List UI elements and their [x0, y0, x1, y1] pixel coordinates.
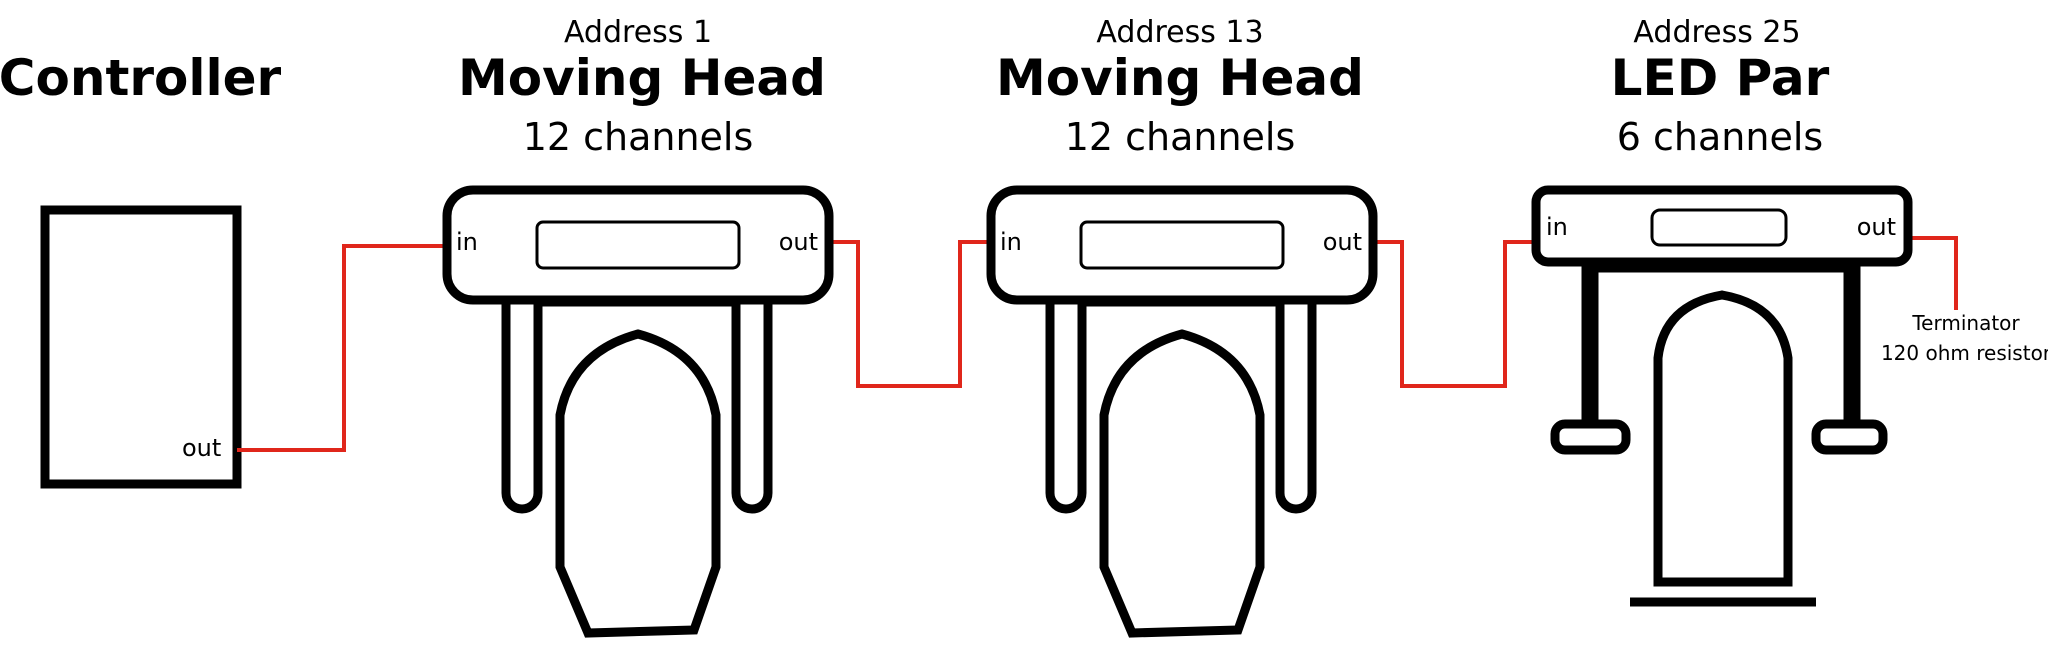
fixture-1-display	[535, 220, 741, 270]
fixture-2-body	[986, 185, 1378, 638]
fixture-3-out-label: out	[1857, 213, 1896, 241]
fixture-3-in-label: in	[1546, 213, 1568, 241]
fixture-3-address: Address 25	[1633, 15, 1800, 50]
terminator-label: Terminator	[1911, 311, 2020, 335]
fixture-1-in-label: in	[456, 228, 478, 256]
fixture-2-display	[1079, 220, 1285, 270]
fixture-3-bracket	[1550, 257, 1888, 455]
fixture-3-display	[1650, 208, 1788, 247]
controller-out-label: out	[182, 434, 221, 462]
fixture-2-head	[1099, 329, 1265, 638]
fixture-2-channels: 12 channels	[1065, 115, 1296, 159]
terminator: Terminator 120 ohm resistor	[1881, 311, 2048, 365]
fixture-3: Address 25 LED Par 6 channels in out	[1531, 15, 1913, 607]
fixture-3-body	[1531, 185, 1913, 607]
controller: Controller out	[0, 49, 282, 489]
fixture-1: Address 1 Moving Head 12 channels in out	[442, 15, 834, 638]
fixture-3-can	[1653, 290, 1793, 587]
fixture-1-body	[442, 185, 834, 638]
cable-fixture-3-to-terminator	[1908, 236, 1958, 310]
fixture-2-in-label: in	[1000, 228, 1022, 256]
fixture-2-name: Moving Head	[996, 49, 1364, 107]
cable-controller-to-fixture-1	[237, 244, 443, 452]
controller-title: Controller	[0, 49, 282, 107]
fixture-2-address: Address 13	[1096, 15, 1263, 50]
fixture-2-out-label: out	[1323, 228, 1362, 256]
fixture-1-head	[555, 329, 721, 638]
cable-fixture-2-to-fixture-3	[1372, 240, 1536, 388]
dmx-cables	[237, 236, 1958, 452]
terminator-resistor-label: 120 ohm resistor	[1881, 341, 2048, 365]
fixture-2: Address 13 Moving Head 12 channels in ou…	[986, 15, 1378, 638]
cable-fixture-1-to-fixture-2	[828, 240, 990, 388]
fixture-1-out-label: out	[779, 228, 818, 256]
fixture-3-channels: 6 channels	[1617, 115, 1823, 159]
fixture-1-name: Moving Head	[458, 49, 826, 107]
fixture-3-name: LED Par	[1611, 49, 1830, 107]
fixture-1-channels: 12 channels	[523, 115, 754, 159]
fixture-1-address: Address 1	[564, 15, 712, 50]
controller-box	[40, 205, 242, 489]
